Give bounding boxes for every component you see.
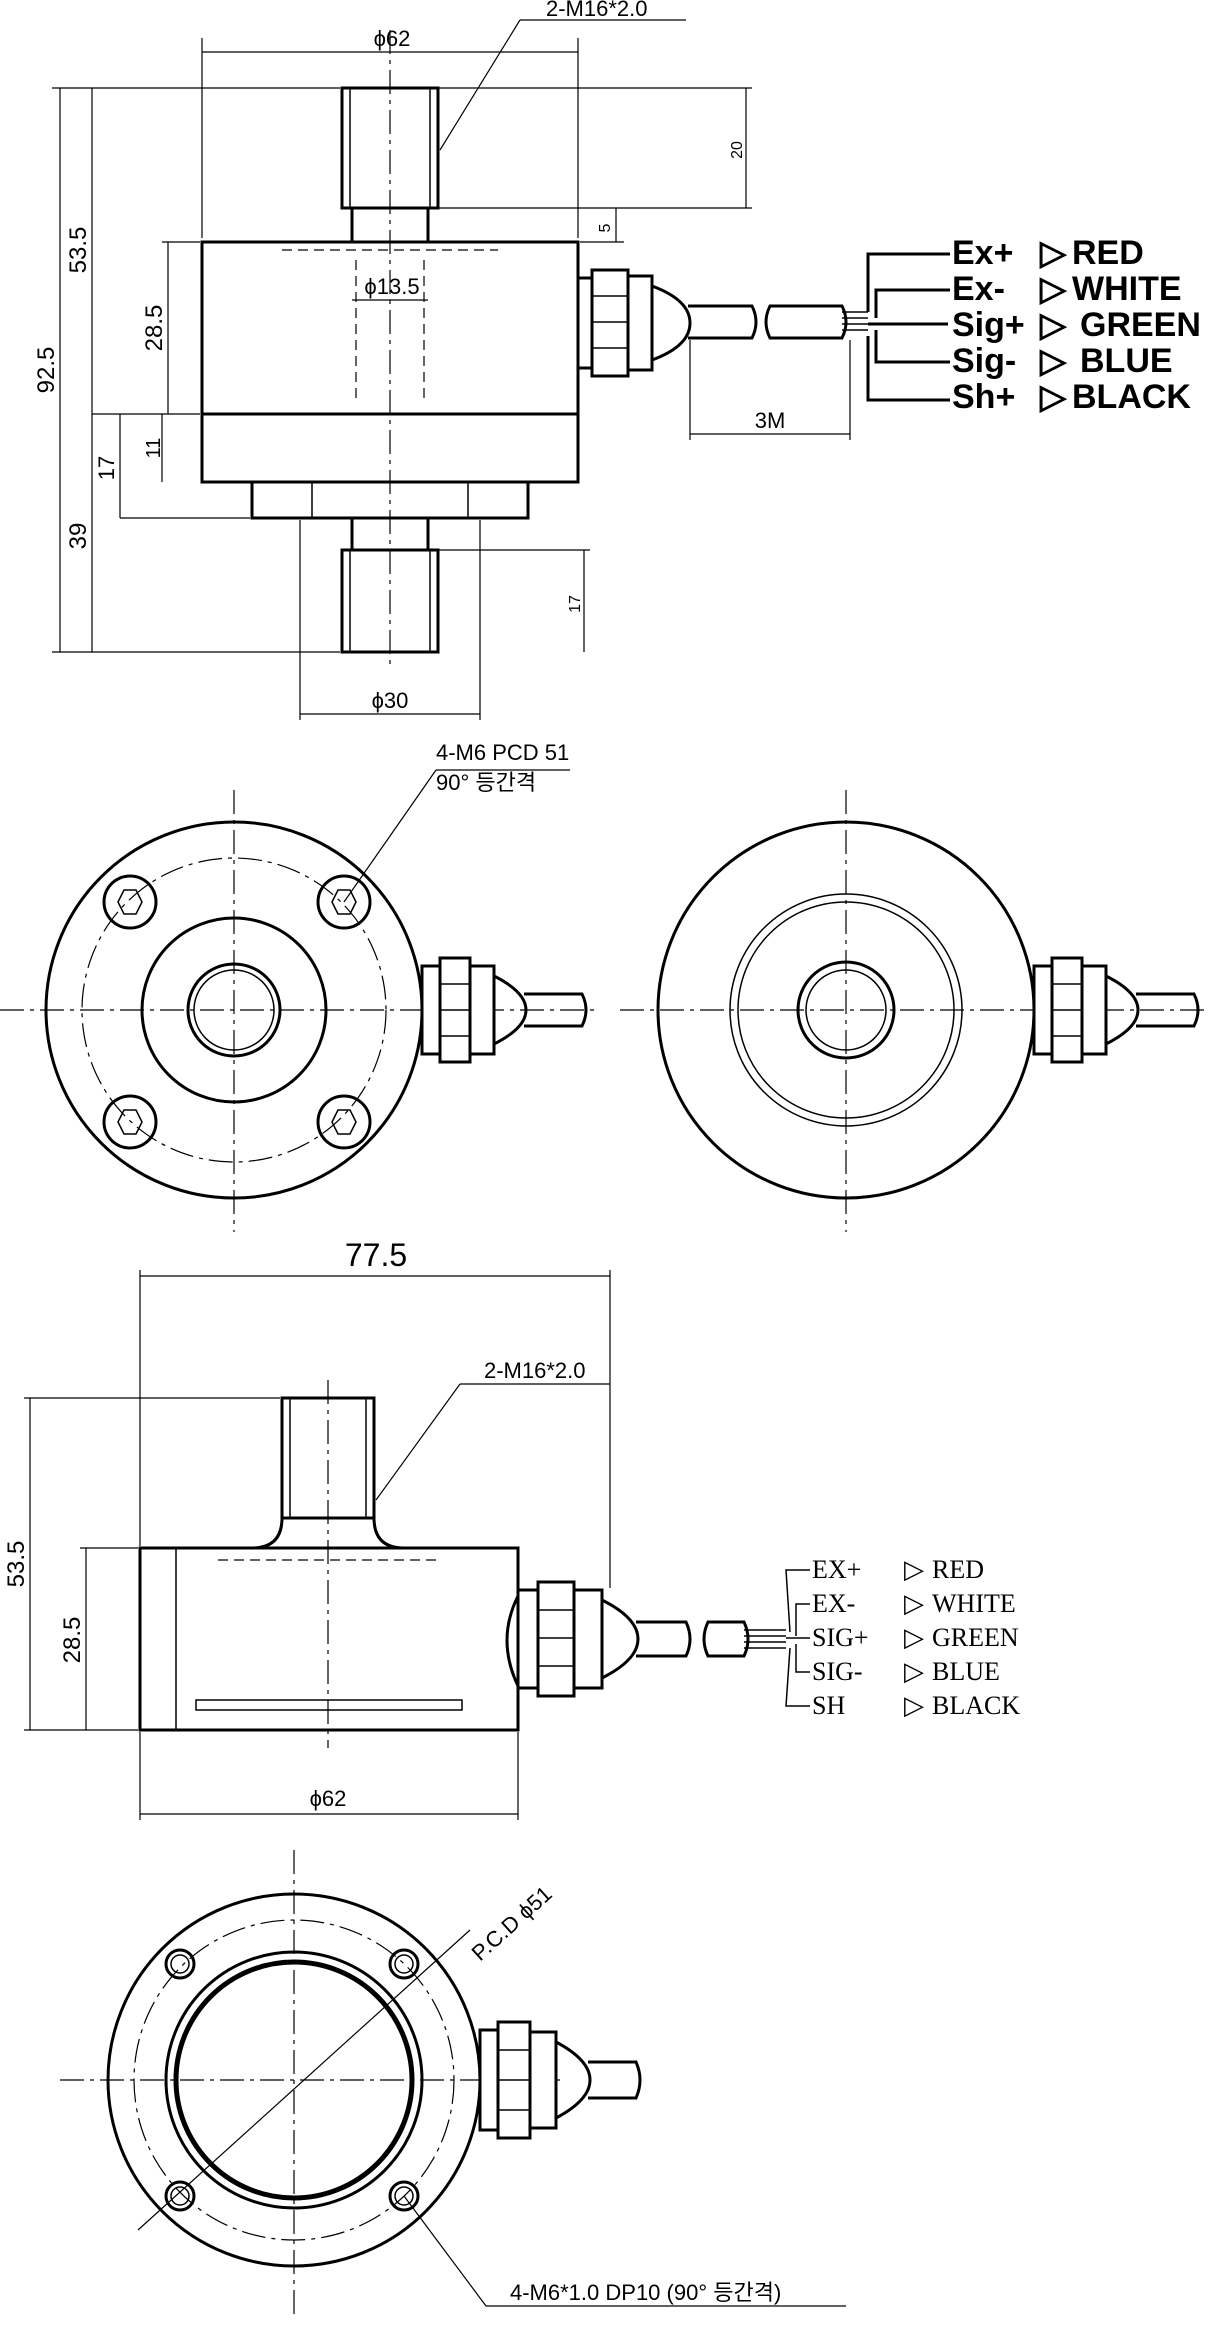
cable-gland-nut bbox=[590, 268, 630, 378]
wire-legend-side: EX+ ▷ RED EX- ▷ WHITE SIG+ ▷ GREEN SIG- … bbox=[812, 1555, 1020, 1720]
arrow-icon: ▷ bbox=[1039, 270, 1068, 308]
dim-17-right: 17 bbox=[567, 595, 584, 613]
dim-phi62-side: ϕ62 bbox=[310, 1786, 347, 1811]
wire-color: BLUE bbox=[932, 1657, 1000, 1686]
wire-signal: EX- bbox=[812, 1589, 855, 1618]
flange-bottom-view: P.C.D ϕ51 4-M6*1.0 DP10 (90° 등간격) bbox=[60, 1850, 846, 2316]
wire-color: GREEN bbox=[1080, 306, 1201, 344]
arrow-icon: ▷ bbox=[904, 1555, 924, 1584]
wire-color: BLACK bbox=[932, 1691, 1020, 1720]
wire-color: RED bbox=[1072, 234, 1144, 272]
wire-signal: Ex- bbox=[952, 270, 1005, 308]
tapped-hole-note: 4-M6*1.0 DP10 (90° 등간격) bbox=[510, 2280, 781, 2305]
dim-17-left: 17 bbox=[94, 456, 119, 480]
dim-92-5: 92.5 bbox=[33, 347, 60, 394]
arrow-icon: ▷ bbox=[1039, 306, 1068, 344]
top-view-bolted: 4-M6 PCD 51 90° 등간격 bbox=[0, 740, 600, 1232]
tapped-hole bbox=[164, 2180, 196, 2212]
wire-signal: Ex+ bbox=[952, 234, 1013, 272]
pcd-circle bbox=[133, 1919, 455, 2241]
front-elevation-view: ϕ62 2-M16*2.0 ϕ13.5 ϕ30 92.5 53.5 39 28.… bbox=[33, 0, 1201, 720]
top-thread-label: 2-M16*2.0 bbox=[546, 0, 648, 21]
dim-53-5: 53.5 bbox=[65, 227, 92, 274]
side-elevation-view: 77.5 2-M16*2.0 53.5 28.5 ϕ62 EX+ ▷ RED E… bbox=[3, 1237, 1020, 1820]
pcd-circle bbox=[81, 857, 387, 1163]
arrow-icon: ▷ bbox=[904, 1589, 924, 1618]
wire-legend-top: Ex+ ▷ RED Ex- ▷ WHITE Sig+ ▷ GREEN Sig- … bbox=[952, 234, 1201, 416]
dim-28-5-side: 28.5 bbox=[59, 1617, 86, 1664]
dim-39: 39 bbox=[65, 523, 92, 550]
arrow-icon: ▷ bbox=[1039, 378, 1068, 416]
dim-5: 5 bbox=[597, 223, 614, 232]
arrow-icon: ▷ bbox=[1039, 342, 1068, 380]
tapped-hole bbox=[388, 2180, 420, 2212]
arrow-icon: ▷ bbox=[1039, 234, 1068, 272]
wire-signal: Sig+ bbox=[952, 306, 1025, 344]
dim-77-5: 77.5 bbox=[345, 1237, 407, 1273]
wire-color: BLACK bbox=[1072, 378, 1191, 416]
dim-cable-3m: 3M bbox=[755, 408, 786, 433]
arrow-icon: ▷ bbox=[904, 1691, 924, 1720]
wire-signal: SIG+ bbox=[812, 1623, 869, 1652]
wire-signal: Sh+ bbox=[952, 378, 1015, 416]
dim-20: 20 bbox=[729, 141, 746, 159]
wire-signal: EX+ bbox=[812, 1555, 861, 1584]
tapped-hole bbox=[164, 1948, 196, 1980]
bolt-hole bbox=[102, 1094, 158, 1150]
wire-signal: SIG- bbox=[812, 1657, 863, 1686]
dim-53-5-side: 53.5 bbox=[3, 1541, 30, 1588]
bolt-note-line2: 90° 등간격 bbox=[436, 770, 536, 795]
wire-color: WHITE bbox=[932, 1589, 1016, 1618]
bottom-view-plain bbox=[620, 790, 1208, 1232]
dim-phi62-top: ϕ62 bbox=[374, 26, 411, 51]
dim-11: 11 bbox=[143, 438, 165, 459]
tapped-hole bbox=[388, 1948, 420, 1980]
wire-signal: SH bbox=[812, 1691, 845, 1720]
bolt-hole bbox=[316, 1094, 372, 1150]
top-thread-stud bbox=[340, 86, 440, 210]
wire-color: WHITE bbox=[1072, 270, 1182, 308]
arrow-icon: ▷ bbox=[904, 1623, 924, 1652]
pcd-label: P.C.D ϕ51 bbox=[467, 1881, 557, 1966]
dim-phi13-5: ϕ13.5 bbox=[364, 274, 419, 299]
bolt-hole bbox=[316, 874, 372, 930]
dim-28-5: 28.5 bbox=[141, 305, 168, 352]
wire-color: GREEN bbox=[932, 1623, 1019, 1652]
dim-phi30: ϕ30 bbox=[372, 688, 409, 713]
arrow-icon: ▷ bbox=[904, 1657, 924, 1686]
bolt-hole bbox=[102, 874, 158, 930]
wire-signal: Sig- bbox=[952, 342, 1016, 380]
thread-label: 2-M16*2.0 bbox=[484, 1358, 586, 1383]
wire-color: BLUE bbox=[1080, 342, 1173, 380]
bolt-note-line1: 4-M6 PCD 51 bbox=[436, 740, 569, 765]
wire-color: RED bbox=[932, 1555, 984, 1584]
